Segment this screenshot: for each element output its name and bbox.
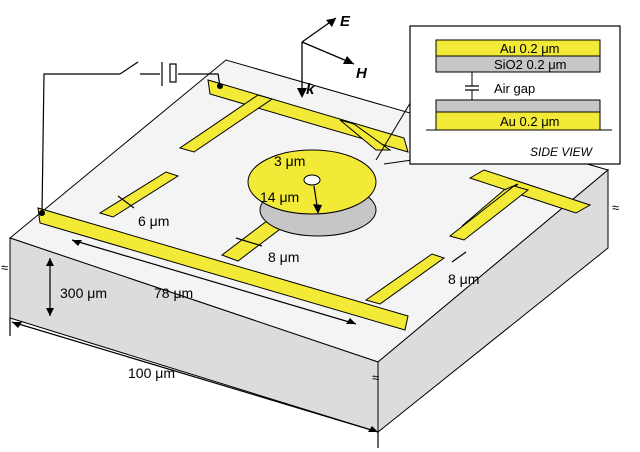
switch-arm: [119, 61, 139, 75]
left-stub-1: [98, 171, 180, 218]
layer-bottom-au-label: Au 0.2 μm: [500, 114, 560, 129]
contact-dot-right: [217, 83, 223, 89]
gap-right-dimension-label: 8 μm: [448, 271, 479, 287]
h-arrowhead: [343, 56, 354, 64]
layer-sio2-label: SiO2 0.2 μm: [494, 57, 567, 72]
inset-pointer-top: [375, 99, 413, 161]
outer-arrow: [11, 321, 379, 433]
gap-right-arrow: [451, 251, 467, 263]
k-label: k: [306, 81, 315, 98]
inner-arrow: [71, 239, 357, 325]
break-mark-left: ≈: [1, 260, 8, 275]
inset-pointer-bottom: [383, 159, 413, 165]
layer-sio2: [435, 55, 601, 73]
layer-top-au-label: Au 0.2 μm: [500, 41, 560, 56]
dimension-arrows: [9, 185, 467, 448]
left-stub-2: [364, 253, 446, 305]
bias-circuit: [41, 61, 221, 214]
gap-left-dimension-label: 6 μm: [138, 213, 169, 229]
inner-dimension-label: 78 μm: [154, 285, 193, 301]
e-label: E: [340, 13, 351, 30]
inner-arm-right: [448, 185, 530, 241]
hole-dimension-label: 3 μm: [274, 153, 305, 169]
side-view-caption: SIDE VIEW: [530, 145, 594, 159]
contact-dot-left: [39, 210, 45, 216]
layer-air-gap-oxide: [435, 99, 601, 113]
top-finger-1: [178, 94, 274, 153]
side-view-inset: Au 0.2 μm SiO2 0.2 μm Air gap Au 0.2 μm …: [409, 25, 621, 165]
outer-dimension-label: 100 μm: [128, 365, 175, 381]
break-mark-front: ≈: [372, 370, 379, 385]
stem-dimension-label: 8 μm: [268, 249, 299, 265]
k-arrowhead: [297, 88, 307, 98]
thickness-dimension-label: 300 μm: [60, 285, 107, 301]
break-mark-right: ≈: [612, 200, 619, 215]
arrowheads: [12, 204, 378, 432]
disk-hole: [303, 174, 321, 186]
right-t-bar: [468, 169, 592, 214]
bottom-strip: [37, 207, 409, 331]
air-gap-label: Air gap: [494, 81, 535, 96]
battery-plate-2: [169, 63, 177, 83]
wire-left: [41, 73, 120, 214]
top-finger-2: [339, 119, 392, 151]
substrate-right-face: [377, 168, 609, 434]
gap-left-arrow: [117, 195, 135, 209]
h-label: H: [356, 65, 368, 82]
e-arrowhead: [326, 18, 336, 27]
stem-arrow: [235, 237, 263, 247]
disk-dimension-label: 14 μm: [260, 189, 299, 205]
wire-right: [178, 73, 221, 87]
